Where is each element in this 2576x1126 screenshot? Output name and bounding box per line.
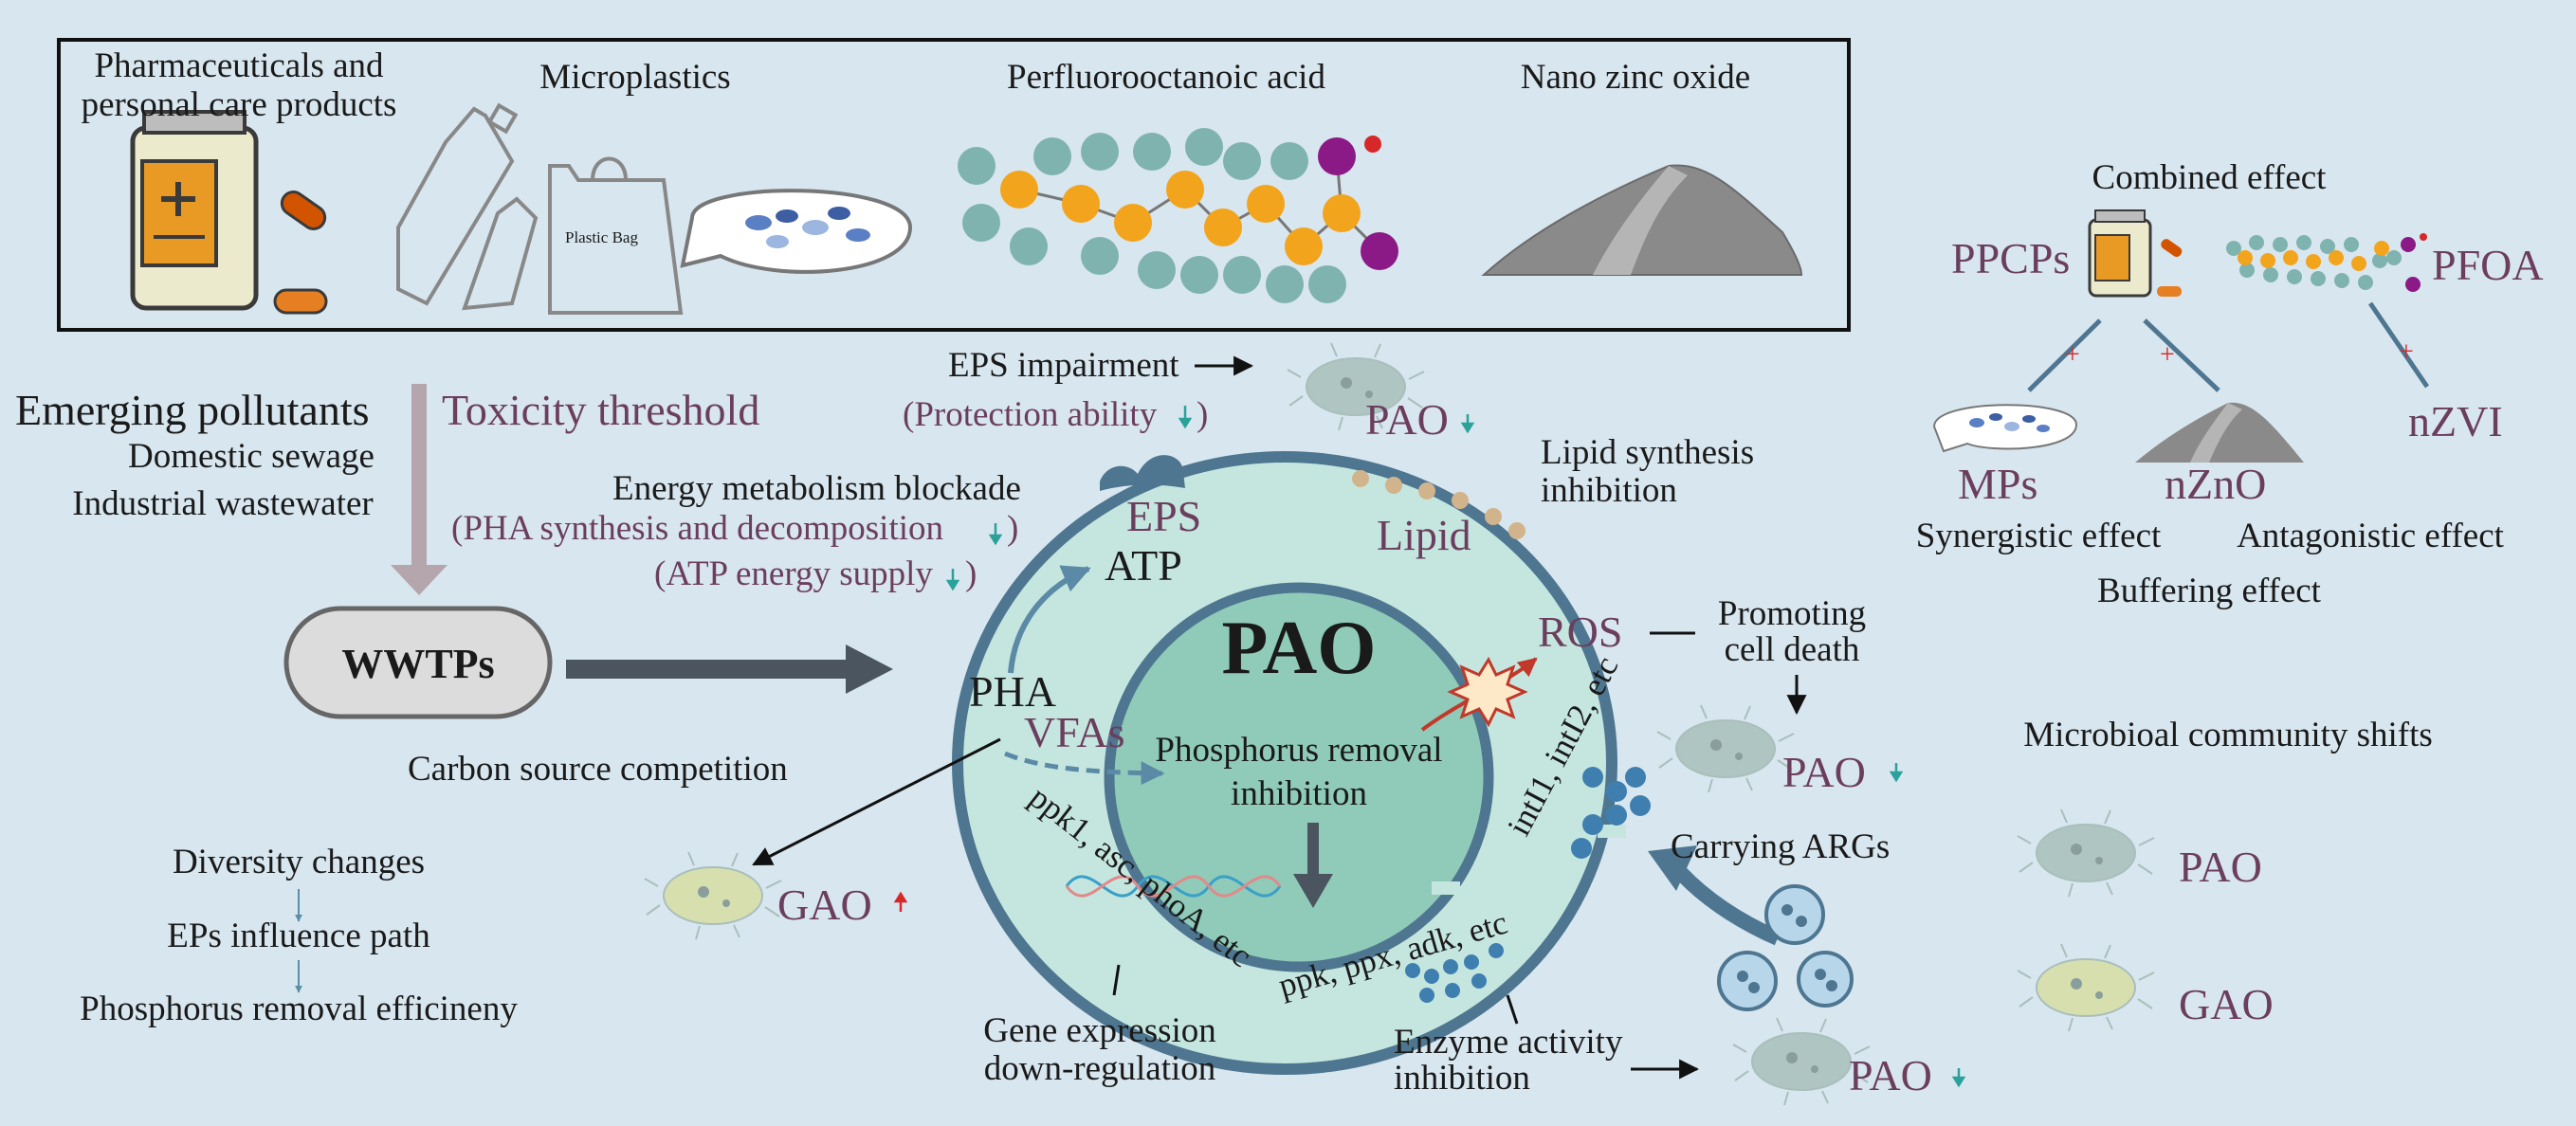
lipid-inhibition-label-1: Lipid synthesis <box>1541 433 1755 472</box>
energy-blockade-label: Energy metabolism blockade <box>612 469 1021 508</box>
atp-supply-label: (ATP energy supply <box>654 554 933 593</box>
pollutant-label-nzno: Nano zinc oxide <box>1520 58 1751 97</box>
increase-arrow <box>893 891 908 912</box>
emerging-pollutants-label: Emerging pollutants <box>15 386 370 434</box>
plus-sign: + <box>2399 337 2414 367</box>
community-gao: GAO <box>2179 980 2274 1028</box>
community-title: Microbioal community shifts <box>2023 716 2433 754</box>
carbon-competition-label: Carbon source competition <box>408 750 788 789</box>
combined-lines <box>2027 301 2430 392</box>
protection-ability-close: ) <box>1197 395 1209 434</box>
eps-impairment-label: EPS impairment <box>948 346 1179 385</box>
lipid-droplets <box>1352 470 1526 539</box>
buffering-label: Buffering effect <box>2097 572 2321 610</box>
enzyme-particles <box>1405 943 1504 1003</box>
phosphorus-inhibition-label-1: Phosphorus removal <box>1155 731 1443 770</box>
pha-synthesis-label: (PHA synthesis and decomposition <box>451 509 944 548</box>
gao-bacterium-icon <box>644 851 782 940</box>
enzyme-activity-label-1: Enzyme activity <box>1394 1023 1623 1062</box>
pao-bacterium-icon <box>2017 808 2155 898</box>
pao-label-enzyme: PAO <box>1849 1051 1932 1099</box>
combined-ppcp-bottle-icon <box>2088 209 2183 298</box>
atp-label: ATP <box>1105 541 1182 590</box>
combined-pfoa: PFOA <box>2432 241 2544 289</box>
gene-expression-label-1: Gene expression <box>983 1011 1216 1050</box>
combined-mps-icon <box>1932 404 2078 453</box>
ros-burst-icon <box>1447 656 1528 728</box>
combined-nzvi: nZVI <box>2408 397 2503 445</box>
pha-label: PHA <box>969 667 1057 716</box>
plus-sign: + <box>2160 340 2175 370</box>
antagonistic-label: Antagonistic effect <box>2237 517 2504 555</box>
toxicity-threshold-label: Toxicity threshold <box>442 386 760 434</box>
dna-helix-icon <box>1065 875 1282 898</box>
combined-pfoa-icon <box>2226 233 2427 292</box>
pfoa-molecule-icon <box>958 128 1398 303</box>
ppcp-bottle-icon <box>130 110 328 315</box>
pao-label-death: PAO <box>1782 748 1866 796</box>
wwtps-label: WWTPs <box>341 641 495 687</box>
atp-supply-close: ) <box>965 554 977 593</box>
combined-mps: MPs <box>1958 460 2038 508</box>
pollutant-label-microplastics: Microplastics <box>539 58 731 97</box>
cell-title: PAO <box>1221 607 1377 690</box>
carrying-args-label: Carrying ARGs <box>1671 827 1891 866</box>
protection-ability-label: (Protection ability <box>903 395 1158 434</box>
arg-plasmids-icon <box>1717 884 1854 1011</box>
domestic-sewage-label: Domestic sewage <box>128 437 375 476</box>
eps-label: EPS <box>1126 492 1202 540</box>
promoting-death-label-2: cell death <box>1724 630 1860 669</box>
lipid-inhibition-label-2: inhibition <box>1541 471 1677 510</box>
pao-bacterium-icon <box>1656 704 1795 793</box>
flow-diversity-label: Diversity changes <box>172 843 426 881</box>
promoting-death-label-1: Promoting <box>1717 594 1867 633</box>
decrease-arrows <box>945 406 1966 1088</box>
combined-title: Combined effect <box>2092 158 2327 197</box>
ros-label: ROS <box>1538 608 1623 656</box>
microplastics-icon <box>396 102 913 315</box>
plastic-bag-label: Plastic Bag <box>565 228 638 246</box>
pollutant-label-ppcps: Pharmaceuticals and personal care produc… <box>81 46 397 124</box>
flow-ep-path-label: EPs influence path <box>167 917 430 955</box>
combined-nzno: nZnO <box>2165 460 2267 508</box>
gao-bacterium-icon <box>2017 943 2155 1032</box>
wwtps-pill <box>283 606 553 719</box>
pao-cell <box>952 451 1626 1075</box>
synergistic-label: Synergistic effect <box>1915 517 2162 555</box>
arg-plasmid-particles <box>1571 767 1651 859</box>
phosphorus-inhibition-label-2: inhibition <box>1231 774 1367 813</box>
pollutant-label-pfoa: Perfluorooctanoic acid <box>1007 58 1325 97</box>
pollutants-box <box>57 38 1851 332</box>
flow-removal-efficiency-label: Phosphorus removal efficineny <box>80 990 518 1028</box>
gao-label: GAO <box>777 881 872 929</box>
pao-label-eps: PAO <box>1365 395 1449 444</box>
community-pao: PAO <box>2179 843 2262 891</box>
gene-expression-label-2: down-regulation <box>983 1049 1216 1088</box>
industrial-wastewater-label: Industrial wastewater <box>72 484 374 523</box>
microplastic-particles <box>745 207 870 248</box>
combined-ppcps: PPCPs <box>1951 234 2071 282</box>
pha-synthesis-close: ) <box>1007 509 1019 548</box>
plus-sign: + <box>2065 340 2080 370</box>
lipid-label: Lipid <box>1377 511 1471 559</box>
enzyme-activity-label-2: inhibition <box>1394 1059 1530 1098</box>
vfas-label: VFAs <box>1024 708 1125 756</box>
